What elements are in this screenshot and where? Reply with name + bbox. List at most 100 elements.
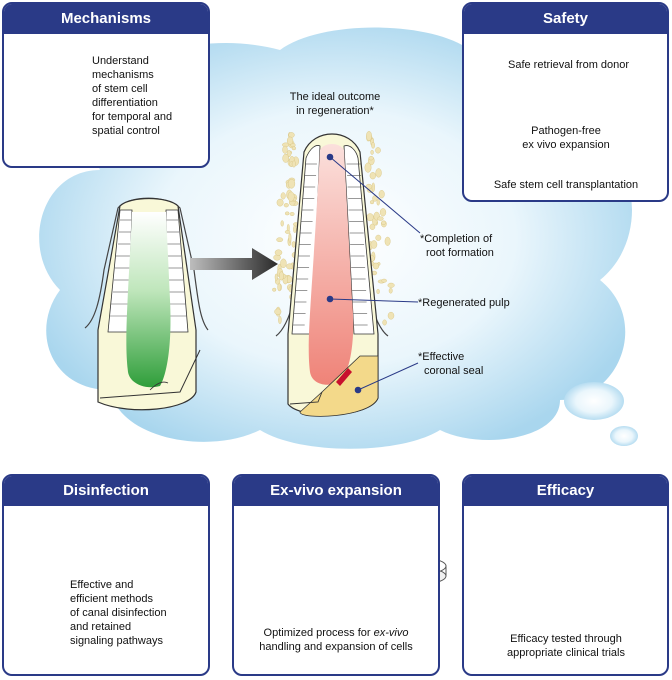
safety-title: Safety bbox=[464, 4, 667, 34]
mechanisms-text-line: Understand bbox=[92, 55, 149, 67]
bone-particle bbox=[370, 200, 375, 205]
bone-particle bbox=[375, 234, 382, 241]
mechanisms-title: Mechanisms bbox=[4, 4, 208, 34]
cloud-title: The ideal outcome in regeneration* bbox=[270, 90, 400, 118]
efficacy-title: Efficacy bbox=[464, 476, 667, 506]
bone-particle bbox=[371, 141, 375, 149]
coronal-seal bbox=[299, 355, 379, 417]
bone-particle bbox=[284, 229, 291, 234]
mechanisms-text: Understand mechanisms of stem cell diffe… bbox=[92, 54, 208, 138]
expansion-card: Ex-vivo expansion bbox=[232, 474, 440, 676]
bone-particle bbox=[283, 203, 289, 208]
expansion-text-emphasis: ex-vivo bbox=[373, 627, 409, 639]
bone-particle bbox=[369, 172, 376, 180]
bone-particle bbox=[288, 232, 292, 243]
bone-particle bbox=[291, 146, 296, 151]
bone-particle bbox=[274, 308, 282, 315]
efficacy-text: Efficacy tested through appropriate clin… bbox=[466, 632, 666, 660]
root-label-line2: root formation bbox=[426, 247, 494, 259]
disinfection-text-line: and retained bbox=[70, 621, 132, 633]
bone-particle bbox=[278, 316, 282, 325]
seal-label-line2: coronal seal bbox=[424, 365, 484, 377]
bone-particle bbox=[375, 168, 382, 178]
seal-label-line1: *Effective bbox=[418, 351, 465, 363]
bone-particle bbox=[369, 223, 376, 230]
mechanisms-text-line: spatial control bbox=[92, 125, 160, 137]
safety-step-expansion-line: Pathogen-free bbox=[531, 125, 601, 137]
disinfection-text-line: efficient methods bbox=[70, 593, 153, 605]
immature-tooth-illustration bbox=[84, 197, 209, 411]
disinfection-text-line: of canal disinfection bbox=[70, 607, 167, 619]
bone-particle bbox=[384, 236, 391, 246]
cloud-bubble-large bbox=[564, 382, 624, 420]
expansion-text: Optimized process for ex-vivo handling a… bbox=[236, 626, 436, 654]
bone-particle bbox=[278, 271, 284, 281]
bone-particle bbox=[274, 273, 278, 281]
mechanisms-text-line: for temporal and bbox=[92, 111, 173, 123]
left-root-wall bbox=[107, 209, 133, 333]
efficacy-text-line: Efficacy tested through bbox=[510, 633, 622, 645]
bone-particle bbox=[376, 289, 380, 295]
regenerated-pulp-label: *Regenerated pulp bbox=[418, 297, 510, 309]
bone-particle bbox=[377, 216, 384, 221]
callout-dot-pulp bbox=[326, 295, 334, 303]
bone-particle bbox=[280, 192, 286, 200]
regenerated-tooth-illustration bbox=[272, 131, 395, 417]
bone-particle bbox=[364, 162, 372, 173]
callout-lines bbox=[329, 156, 421, 391]
mechanisms-text-line: differentiation bbox=[92, 97, 158, 109]
bone-particle bbox=[274, 249, 283, 256]
root-label-line1: *Completion of bbox=[420, 233, 493, 245]
bone-particle bbox=[276, 198, 284, 207]
bone-particle bbox=[282, 153, 290, 163]
callout-dot-seal bbox=[354, 386, 362, 394]
expansion-text-line2: handling and expansion of cells bbox=[259, 641, 413, 653]
regenerated-pulp bbox=[308, 144, 354, 385]
bone-particle bbox=[387, 282, 395, 288]
regeneration-arrow bbox=[190, 248, 278, 280]
root-formation-label: *Completion of root formation bbox=[420, 232, 494, 260]
bone-particle bbox=[293, 225, 297, 233]
bone-particle bbox=[366, 131, 372, 141]
bone-particle bbox=[370, 240, 378, 249]
bone-particle bbox=[370, 150, 374, 155]
bone-particle bbox=[379, 208, 387, 217]
bone-particle bbox=[277, 283, 282, 292]
bone-particle bbox=[287, 136, 294, 145]
bone-particle bbox=[286, 263, 293, 270]
bone-particles bbox=[272, 131, 395, 332]
cloud-title-line1: The ideal outcome bbox=[289, 91, 381, 103]
mechanisms-text-line: of stem cell bbox=[92, 83, 148, 95]
bone-particle bbox=[291, 241, 296, 248]
bone-particle bbox=[272, 287, 277, 292]
cloud-bubble-small bbox=[610, 426, 638, 446]
bone-particle bbox=[375, 147, 381, 154]
mechanisms-text-line: mechanisms bbox=[92, 69, 154, 81]
seal-barrier bbox=[336, 368, 352, 386]
bone-particle bbox=[371, 182, 375, 192]
expansion-title: Ex-vivo expansion bbox=[234, 476, 438, 506]
bone-particle bbox=[378, 190, 385, 199]
safety-step-retrieval: Safe retrieval from donor bbox=[508, 59, 630, 71]
cloud-title-line2: in regeneration* bbox=[296, 105, 374, 117]
coronal-seal-label: *Effective coronal seal bbox=[418, 350, 483, 378]
safety-step-transplant: Safe stem cell transplantation bbox=[493, 179, 639, 191]
mechanisms-card: Mechanisms bbox=[2, 2, 210, 168]
bone-particle bbox=[287, 178, 296, 189]
disinfection-text-line: Effective and bbox=[70, 579, 134, 591]
disinfection-text: Effective and efficient methods of canal… bbox=[70, 578, 208, 648]
bone-particle bbox=[285, 211, 290, 216]
bone-particle bbox=[282, 145, 288, 154]
bone-particle bbox=[381, 278, 387, 283]
bone-particle bbox=[289, 212, 295, 216]
bone-particle bbox=[372, 262, 380, 270]
disinfection-text-line: signaling pathways bbox=[70, 635, 163, 647]
callout-dot-root bbox=[326, 153, 334, 161]
safety-card: Safety bbox=[462, 2, 669, 202]
bone-particle bbox=[276, 237, 284, 242]
bone-particle bbox=[280, 220, 284, 227]
bone-particle bbox=[368, 156, 374, 161]
bone-particle bbox=[280, 258, 287, 268]
disinfection-title: Disinfection bbox=[4, 476, 208, 506]
bone-particle bbox=[381, 220, 387, 225]
